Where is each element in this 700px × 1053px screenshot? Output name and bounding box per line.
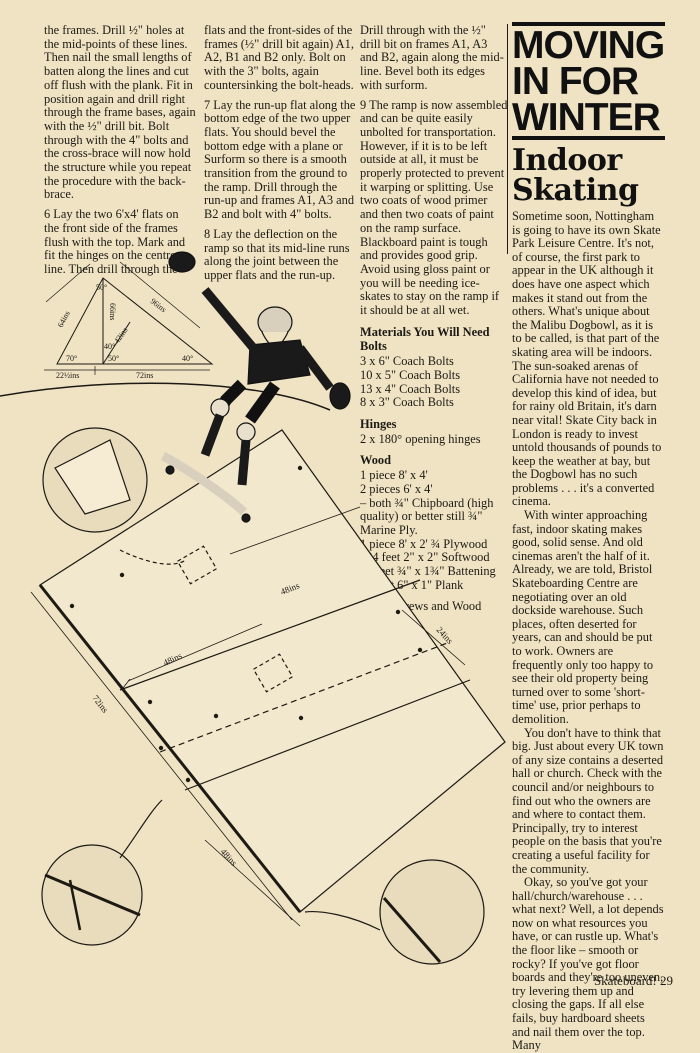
column-1: the frames. Drill ½" holes at the mid-po…: [44, 23, 196, 283]
detail-circle-bottom-left: [41, 799, 163, 946]
ramp-curve: [0, 382, 331, 411]
paragraph: Sometime soon, Nottingham is going to ha…: [512, 209, 662, 509]
detail-circle-top: [42, 427, 187, 565]
ramp-plan: [30, 429, 506, 927]
material-item: 1 piece 8' x 4': [360, 468, 428, 483]
diagram-label: 50°: [108, 354, 119, 363]
material-item: – both ¾" Chipboard (high quality) or be…: [360, 495, 494, 537]
step-8: 8 Lay the deflection on the ramp so that…: [204, 226, 350, 282]
page-footer: Skateboard! 29: [593, 973, 673, 988]
diagram-label: 40°: [182, 354, 193, 363]
banner-line: IN FOR: [512, 60, 639, 103]
step-6: 6 Lay the two 6'x4' flats on the front s…: [44, 207, 186, 276]
paragraph: flats and the front-sides of the frames …: [204, 23, 354, 92]
step-9: 9 The ramp is now assembled and can be q…: [360, 97, 508, 318]
detail-circle-bottom-right: [304, 859, 485, 965]
material-item: 2 x 180° opening hinges: [360, 431, 481, 446]
wood-heading: Wood: [360, 453, 391, 468]
skater-figure: [160, 251, 351, 523]
diagram-label: 22½ins: [56, 371, 79, 380]
hinges-list: 2 x 180° opening hinges: [360, 431, 508, 447]
material-item: 10 feet ¾" x 1¾" Battening: [360, 564, 496, 579]
paragraph: the frames. Drill ½" holes at the mid-po…: [44, 23, 196, 202]
material-item: 2 pieces 6' x 4': [360, 481, 433, 496]
headline-line: Skating: [512, 173, 639, 208]
article-headline: Indoor Skating: [512, 146, 665, 206]
bolts-heading: Bolts: [360, 339, 387, 354]
material-item: 8 x 3" Coach Bolts: [360, 395, 454, 410]
wood-list: 1 piece 8' x 4'2 pieces 6' x 4'– both ¾"…: [360, 468, 508, 592]
section-banner: MOVING IN FOR WINTER: [512, 22, 665, 140]
material-item: 13 x 4" Coach Bolts: [360, 381, 461, 396]
headline-line: Indoor: [512, 143, 622, 178]
material-item: 3 x 6" Coach Bolts: [360, 354, 454, 369]
diagram-label: 70°: [66, 354, 77, 363]
frame-triangle-diagram: [44, 261, 214, 375]
dimension-label: 72ins: [90, 693, 110, 715]
materials-title: Materials You Will Need: [360, 324, 490, 339]
banner-line: WINTER: [512, 96, 661, 139]
material-item: 1 piece 8' x 2' ¾ Plywood: [360, 536, 488, 551]
diagram-label: 40°: [104, 342, 115, 351]
banner-line: MOVING: [512, 24, 665, 67]
material-item: 10 x 5" Coach Bolts: [360, 367, 461, 382]
ramp-illustration: 64ins 96ins 50° 66ins 42ins 40° 50° 70° …: [0, 251, 506, 965]
dimension-label: 24ins: [435, 625, 456, 647]
column-3: Drill through with the ½" drill bit on f…: [360, 23, 508, 634]
paragraph: With winter approaching fast, indoor ska…: [512, 508, 654, 726]
diagram-label: 50°: [96, 283, 107, 292]
column-divider: [507, 24, 508, 254]
diagram-label: 66ins: [108, 303, 117, 320]
hinges-heading: Hinges: [360, 416, 397, 431]
material-item: 124 feet 2" x 2" Softwood: [360, 550, 490, 565]
paragraph: Drill through with the ½" drill bit on f…: [360, 23, 504, 92]
diagram-label: 72ins: [136, 371, 153, 380]
paragraph: You don't have to think that big. Just a…: [512, 725, 664, 876]
diagram-label: 64ins: [56, 309, 72, 329]
step-7: 7 Lay the run-up flat along the bottom e…: [204, 97, 356, 222]
column-2: flats and the front-sides of the frames …: [204, 23, 356, 289]
